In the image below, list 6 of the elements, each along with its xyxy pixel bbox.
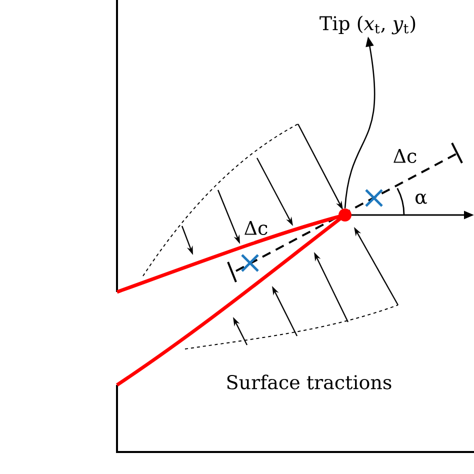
angle-label: α xyxy=(416,194,427,204)
delta-label: Δc xyxy=(244,220,268,236)
delta-label: Δc xyxy=(394,148,416,164)
tip-label: Tip (x$_{t}$, y$_{t}$) xyxy=(320,16,416,34)
crack-tip-dot xyxy=(338,208,352,222)
caption-text: Surface tractions xyxy=(227,374,392,390)
